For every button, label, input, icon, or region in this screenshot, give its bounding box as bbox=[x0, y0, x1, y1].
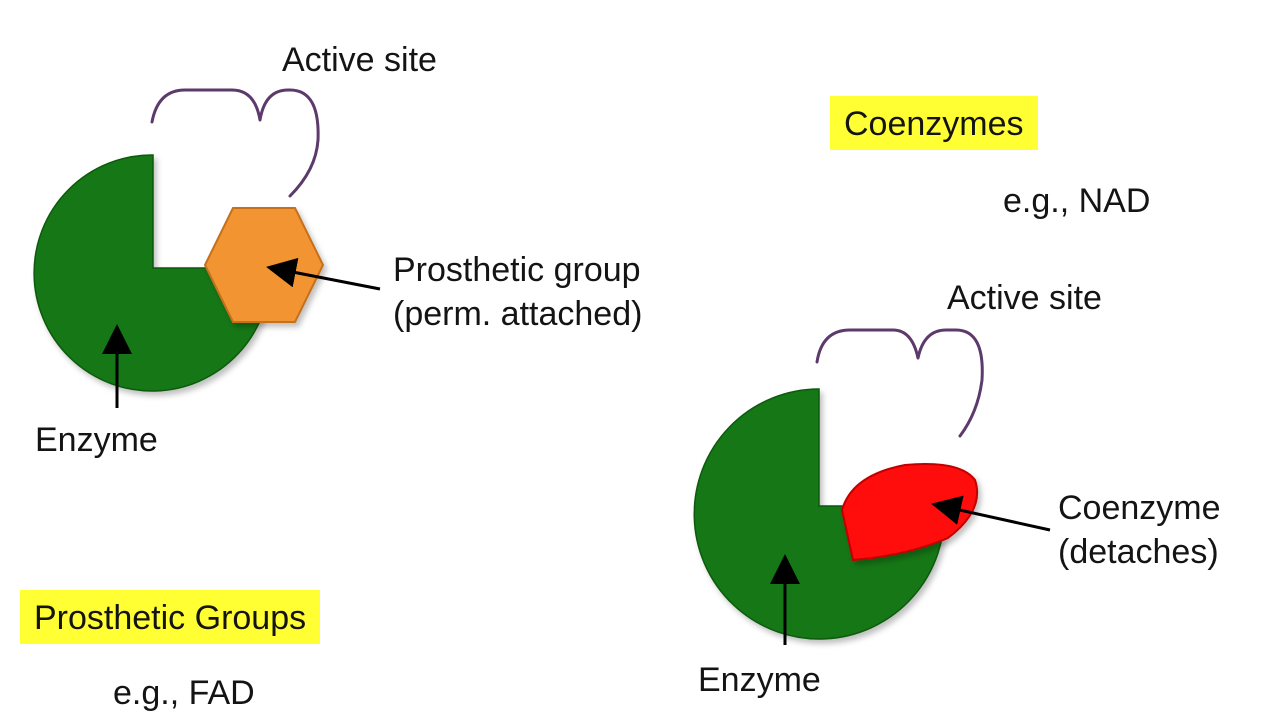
enzyme-label-left: Enzyme bbox=[35, 421, 158, 459]
prosthetic-group-hexagon bbox=[203, 207, 325, 323]
coenzyme-label: Coenzyme (detaches) bbox=[1058, 486, 1221, 574]
active-site-label-left: Active site bbox=[282, 41, 437, 79]
active-site-brace-right bbox=[815, 328, 984, 438]
prosthetic-groups-example: e.g., FAD bbox=[113, 674, 255, 712]
prosthetic-group-label-line2: (perm. attached) bbox=[393, 295, 643, 333]
active-site-brace-left bbox=[150, 88, 320, 198]
coenzymes-example: e.g., NAD bbox=[1003, 182, 1151, 220]
coenzyme-shape bbox=[840, 463, 979, 562]
enzyme-shape-right bbox=[693, 388, 946, 640]
prosthetic-groups-heading: Prosthetic Groups bbox=[20, 590, 321, 644]
coenzyme-label-line1: Coenzyme bbox=[1058, 489, 1221, 527]
coenzyme-label-line2: (detaches) bbox=[1058, 533, 1219, 571]
active-site-label-right: Active site bbox=[947, 279, 1102, 317]
arrow-to-prosthetic-group bbox=[266, 257, 381, 291]
enzyme-shape-left bbox=[33, 154, 271, 392]
arrow-to-coenzyme bbox=[931, 495, 1051, 532]
coenzymes-heading: Coenzymes bbox=[830, 96, 1038, 150]
prosthetic-group-label: Prosthetic group (perm. attached) bbox=[393, 248, 642, 336]
enzyme-label-right: Enzyme bbox=[698, 661, 821, 699]
prosthetic-group-label-line1: Prosthetic group bbox=[393, 251, 641, 289]
